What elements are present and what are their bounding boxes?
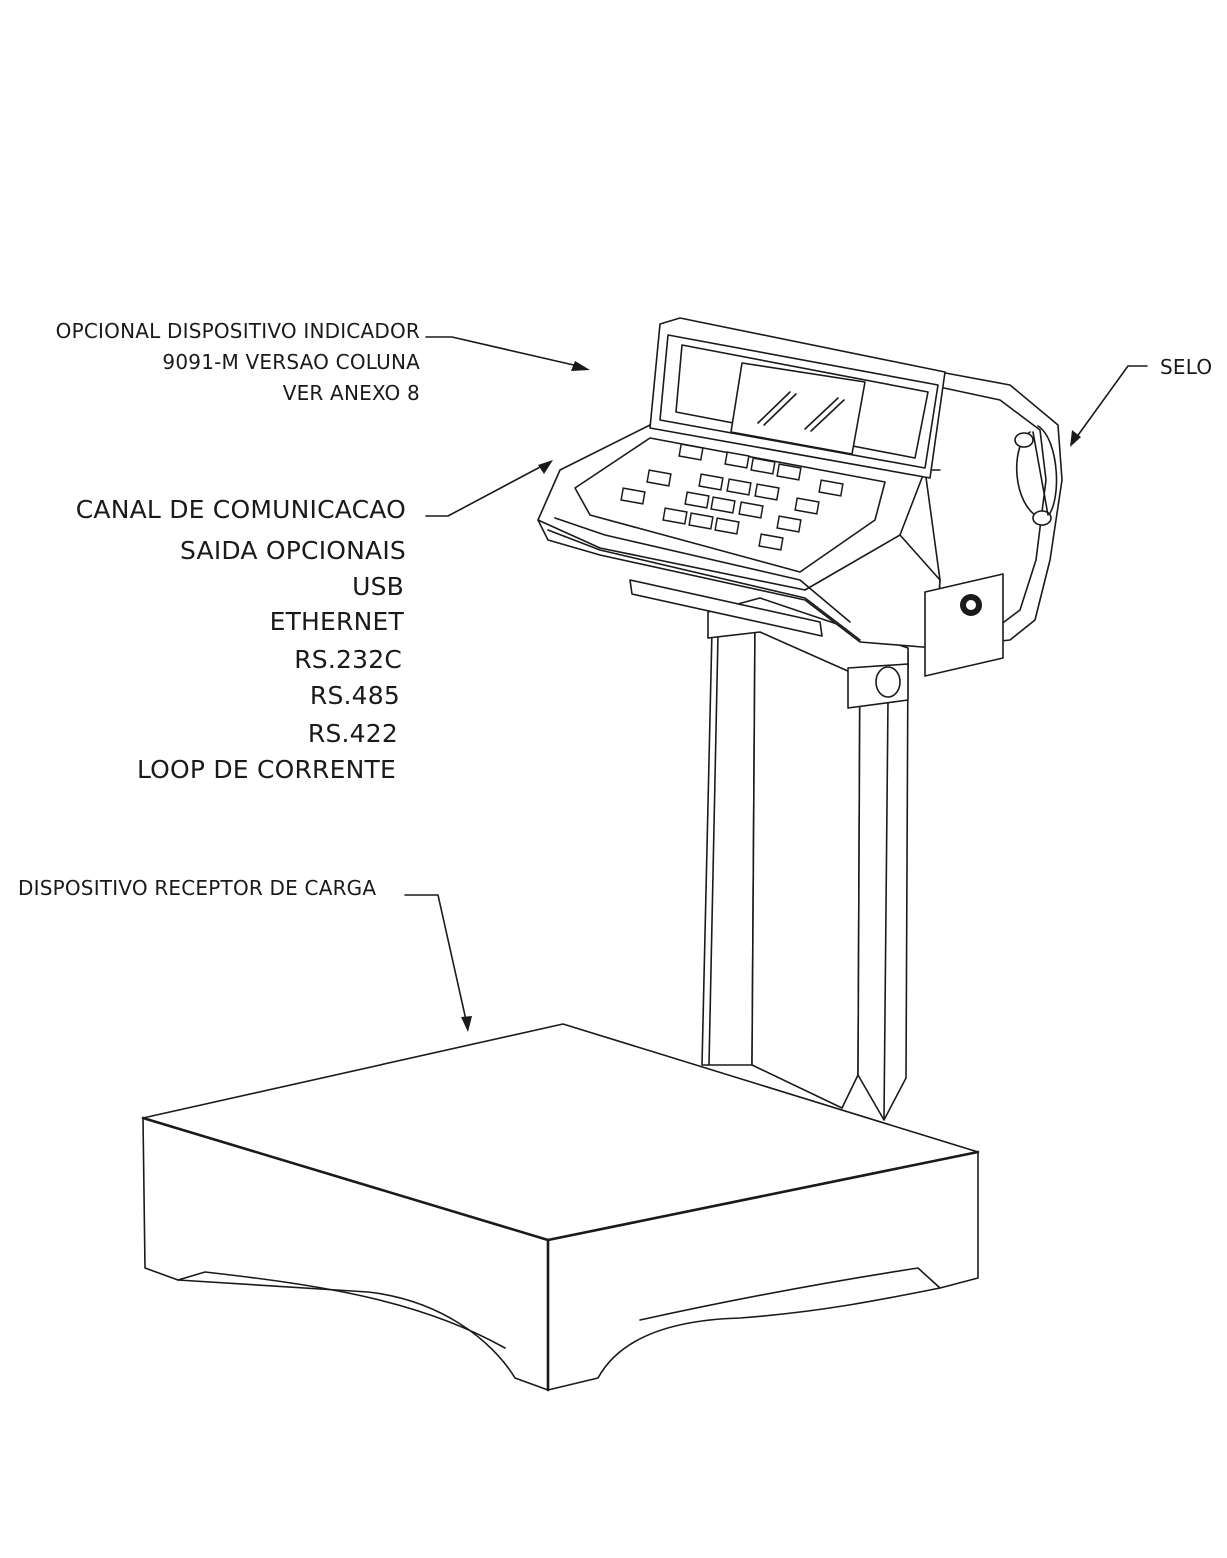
key [794,497,820,515]
display-window [730,362,866,455]
communication-label-line-3: USB [352,572,404,601]
key [684,491,710,509]
receiver-leader-arrow [404,894,472,1032]
indicator-label-line-2: 9091-M VERSAO COLUNA [162,350,420,374]
seal-label: SELO [1160,355,1212,379]
key [726,478,752,496]
key [776,515,802,533]
communication-leader-arrow [425,460,553,517]
communication-label-line-8: LOOP DE CORRENTE [137,755,396,784]
indicator-label: OPCIONAL DISPOSITIVO INDICADOR 9091-M VE… [56,319,420,405]
key [724,451,750,469]
indicator-label-line-3: VER ANEXO 8 [283,381,420,405]
communication-label-line-7: RS.422 [308,719,398,748]
bracket-knob [875,666,901,698]
key [738,501,764,519]
keypad [620,443,844,551]
receiver-label: DISPOSITIVO RECEPTOR DE CARGA [18,876,376,900]
side-mount-plate [924,573,1004,677]
seal-rivet-top [1014,432,1034,448]
communication-label: CANAL DE COMUNICACAO SAIDA OPCIONAIS USB… [76,495,406,784]
communication-label-line-1: CANAL DE COMUNICACAO [76,495,406,524]
key [776,463,802,481]
platform [141,1023,980,1392]
key [710,496,736,514]
seal [1014,425,1058,526]
communication-label-line-4: ETHERNET [270,607,405,636]
key [818,479,844,497]
key [750,457,776,475]
key [678,443,704,461]
communication-label-line-2: SAIDA OPCIONAIS [180,536,406,565]
seal-leader-arrow [1070,365,1148,447]
indicator-housing [537,317,1063,649]
key [620,487,646,505]
key [758,533,784,551]
key [662,507,688,525]
key [714,517,740,535]
key [688,512,714,530]
indicator-label-line-1: OPCIONAL DISPOSITIVO INDICADOR [56,319,420,343]
communication-label-line-6: RS.485 [310,681,400,710]
key [698,473,724,491]
indicator-bracket [629,579,909,709]
key [646,469,672,487]
seal-rivet-bottom [1032,510,1052,526]
communication-label-line-5: RS.232C [294,645,402,674]
indicator-leader-arrow [425,336,590,371]
key [754,483,780,501]
column [701,621,909,1121]
